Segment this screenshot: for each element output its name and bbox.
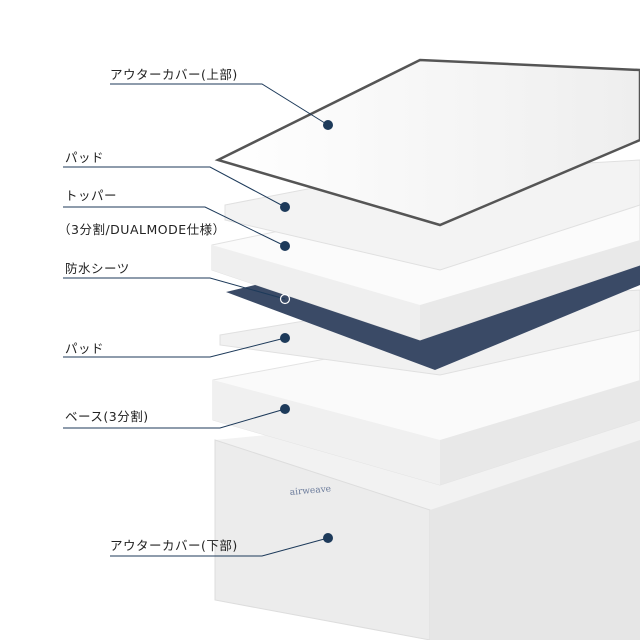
label-outer-cover-bottom: アウターカバー(下部) — [110, 538, 238, 553]
outer-cover-bottom-layer — [214, 400, 640, 640]
outer-cover-top-layer — [214, 58, 640, 227]
leader-lines — [63, 83, 329, 557]
label-pad-top: パッド — [65, 150, 105, 165]
label-topper: トッパー — [65, 188, 118, 203]
label-pad-bottom: パッド — [65, 341, 105, 356]
brand-logo: airweave — [289, 484, 331, 498]
label-topper-note: （3分割/DUALMODE仕様） — [58, 222, 226, 237]
label-base: ベース(3分割) — [65, 409, 149, 424]
label-outer-cover-top: アウターカバー(上部) — [110, 67, 238, 82]
label-waterproof-sheet: 防水シーツ — [65, 261, 130, 276]
leader-dots — [279, 120, 333, 543]
base-layer — [212, 329, 640, 486]
